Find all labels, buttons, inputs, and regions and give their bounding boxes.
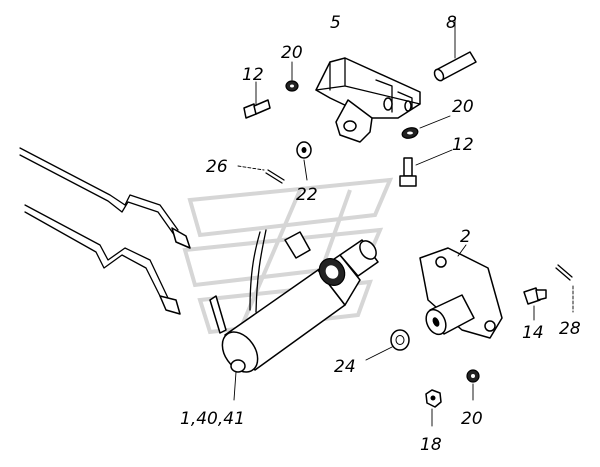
callout-22: 22 [296, 185, 318, 205]
bolt-part-12-mid [399, 149, 453, 187]
pipe-lines [19, 147, 267, 315]
callout-labels: 5 8 20 12 20 12 26 22 2 14 28 24 1,40,41… [180, 13, 581, 455]
callout-12-top: 12 [242, 65, 264, 85]
callout-18: 18 [420, 435, 442, 455]
callout-2: 2 [460, 227, 471, 247]
callout-24: 24 [334, 357, 356, 377]
cylinder-part-1-40-41 [209, 231, 379, 401]
washer-part-24 [365, 329, 410, 361]
callout-20-top: 20 [281, 43, 303, 63]
washer-part-20-top [285, 61, 299, 92]
callout-8: 8 [446, 13, 457, 33]
bracket-part-5 [315, 57, 421, 143]
cotter-pin-part-26 [237, 165, 285, 184]
washer-part-20-bottom [466, 369, 480, 401]
flange-part-2 [419, 244, 503, 339]
washer-part-20-mid [401, 115, 451, 139]
callout-20-bottom: 20 [461, 409, 483, 429]
nut-part-18 [425, 389, 442, 427]
callout-5: 5 [330, 13, 341, 33]
callout-12-mid: 12 [452, 135, 474, 155]
pin-part-8 [433, 19, 477, 82]
callout-28: 28 [559, 319, 581, 339]
callout-20-mid: 20 [452, 97, 474, 117]
callout-1-40-41: 1,40,41 [180, 409, 245, 429]
washer-part-22 [296, 141, 312, 181]
bolt-part-14 [523, 287, 547, 321]
bolt-part-12-top [243, 81, 271, 119]
callout-26: 26 [206, 157, 228, 177]
callout-14: 14 [522, 323, 544, 343]
cotter-pin-part-28 [555, 264, 574, 313]
